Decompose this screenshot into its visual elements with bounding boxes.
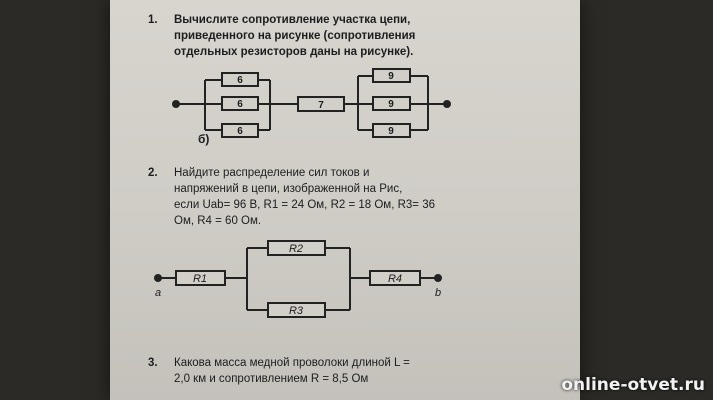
resistor-9-bottom	[372, 123, 411, 138]
resistor-9-middle	[372, 96, 411, 111]
resistor-7	[297, 96, 345, 112]
problem-3-number: 3.	[148, 357, 158, 369]
problem-1-text: Вычислите сопротивление участка цепи, пр…	[174, 14, 416, 58]
terminal-label-a: a	[155, 287, 161, 299]
resistor-label-9-middle: 9	[388, 99, 394, 110]
resistor-6-middle	[221, 96, 259, 111]
resistor-label-9-bottom: 9	[388, 126, 394, 137]
resistor-label-6-middle: 6	[237, 99, 243, 110]
resistor-label-r1: R1	[193, 273, 207, 285]
resistor-r3	[267, 302, 326, 318]
resistor-label-6-top: 6	[237, 75, 243, 86]
resistor-6-top	[221, 72, 259, 87]
figure-label: б)	[198, 132, 209, 146]
resistor-label-9-top: 9	[388, 71, 394, 82]
problem-3-text: Какова масса медной проволоки длиной L =…	[174, 357, 410, 385]
resistor-6-bottom	[221, 123, 259, 138]
paper-sheet	[110, 0, 580, 400]
problem-2-text: Найдите распределение сил токов и напряж…	[174, 167, 436, 227]
resistor-r2	[267, 240, 326, 256]
problem-2-number: 2.	[148, 167, 158, 179]
resistor-label-7: 7	[318, 100, 324, 111]
watermark: online-otvet.ru	[561, 375, 705, 395]
resistor-r1	[175, 270, 226, 286]
resistor-label-r2: R2	[289, 243, 303, 255]
resistor-r4	[369, 270, 421, 286]
terminal-label-b: b	[435, 287, 441, 299]
resistor-label-r3: R3	[289, 305, 304, 317]
resistor-label-r4: R4	[388, 273, 402, 285]
resistor-9-top	[372, 68, 411, 83]
problem-1-number: 1.	[148, 14, 158, 26]
resistor-label-6-bottom: 6	[237, 126, 243, 137]
